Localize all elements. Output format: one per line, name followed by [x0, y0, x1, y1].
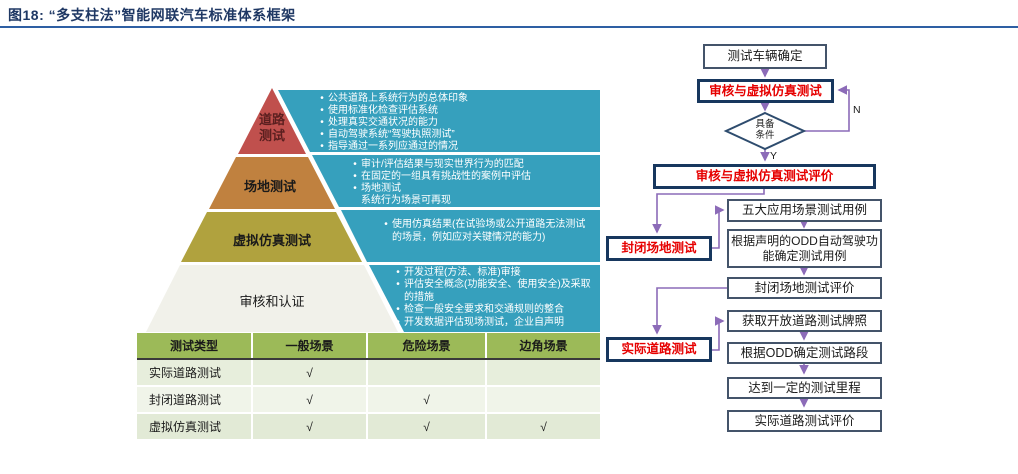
pyramid-label-audit-certification: 审核和认证 — [239, 294, 305, 309]
pyramid-label-field-test: 场地测试 — [243, 179, 296, 194]
table-header-cell: 边角场景 — [519, 339, 568, 353]
bullet-text: 指导通过一系列应通过的情况 — [328, 140, 458, 152]
bullet-text: 审计/评估结果与现实世界行为的匹配 — [361, 159, 524, 170]
bullet-icon: • — [320, 116, 324, 128]
decision-no-label: N — [853, 104, 861, 116]
table-row: 虚拟仿真测试 √ √ √ — [137, 412, 600, 439]
bullet-icon: • — [396, 267, 400, 278]
bullet-icon: • — [320, 93, 324, 104]
table-header-cell: 一般场景 — [253, 333, 368, 358]
callout-bullets-audit-certification: •开发过程(方法、标准)审接 •评估安全概念(功能安全、使用安全)及采取的措施 … — [392, 267, 596, 329]
bullet-text: 评估安全概念(功能安全、使用安全)及采取的措施 — [404, 279, 591, 303]
arrow-real-road-to-license — [712, 316, 725, 351]
scenario-coverage-table: 测试类型 一般场景 危险场景 边角场景 实际道路测试 √ 封闭道路测试 √ √ … — [137, 333, 600, 439]
bullet-icon: • — [320, 104, 324, 116]
bullet-text: 自动驾驶系统“驾驶执照测试” — [328, 128, 455, 140]
bullet-text: 公共道路上系统行为的总体印象 — [328, 93, 468, 104]
bullet-item: • 公共道路上系统行为的总体印象 — [316, 93, 594, 105]
table-row: 封闭道路测试 √ √ — [137, 385, 600, 412]
table-cell-check — [487, 360, 600, 385]
bullet-item: • 使用仿真结果(在试验场或公开道路无法测试的场景，例如应对关键情况的能力) — [380, 219, 592, 244]
table-cell-check: √ — [368, 387, 487, 412]
flow-box-audit-simulation-evaluation: 审核与虚拟仿真测试评价 — [653, 164, 876, 189]
flow-box-test-vehicle: 测试车辆确定 — [703, 44, 827, 69]
bullet-item: • 审计/评估结果与现实世界行为的匹配 — [349, 159, 595, 171]
table-cell-check — [487, 387, 600, 412]
bullet-text: 场地测试 系统行为场景可再现 — [361, 183, 451, 206]
callout-bullets-simulation-test: • 使用仿真结果(在试验场或公开道路无法测试的场景，例如应对关键情况的能力) — [380, 219, 592, 244]
table-header-cell: 测试类型 — [137, 333, 253, 358]
flow-box-closed-field-test: 封闭场地测试 — [606, 236, 712, 261]
bullet-text: 使用标准化检查评估系统 — [328, 104, 438, 116]
table-header-cell: 危险场景 — [368, 333, 487, 358]
bullet-item: • 评估安全概念(功能安全、使用安全)及采取的措施 — [392, 279, 596, 304]
table-cell: 虚拟仿真测试 — [137, 414, 253, 439]
flow-box-closed-field-evaluation: 封闭场地测试评价 — [727, 277, 882, 299]
bullet-text: 开发数据评估现场测试，企业自声明 — [404, 316, 564, 328]
table-cell: 封闭道路测试 — [137, 387, 253, 412]
flow-box-real-road-evaluation: 实际道路测试评价 — [727, 410, 882, 432]
flow-box-five-scenario-cases: 五大应用场景测试用例 — [727, 199, 882, 222]
bullet-icon: • — [396, 316, 400, 328]
bullet-item: • 使用标准化检查评估系统 — [316, 105, 594, 117]
bullet-icon: • — [396, 304, 400, 316]
flow-box-real-road-test: 实际道路测试 — [606, 337, 712, 362]
bullet-icon: • — [320, 128, 324, 140]
bullet-icon: • — [384, 219, 388, 230]
flow-box-audit-simulation-test: 审核与虚拟仿真测试 — [697, 79, 834, 103]
bullet-icon: • — [353, 183, 357, 194]
bullet-text: 处理真实交通状况的能力 — [328, 116, 438, 128]
table-cell-check: √ — [253, 360, 368, 385]
decision-yes-label: Y — [770, 150, 778, 162]
table-cell: 实际道路测试 — [137, 360, 253, 385]
bullet-text: 开发过程(方法、标准)审接 — [404, 267, 521, 278]
flow-box-odd-road-sections: 根据ODD确定测试路段 — [727, 342, 882, 364]
pyramid-label-road-test: 道路测试 — [258, 112, 285, 143]
flow-box-odd-test-cases: 根据声明的ODD自动驾驶功能确定测试用例 — [727, 229, 882, 268]
callout-bullets-field-test: • 审计/评估结果与现实世界行为的匹配 • 在固定的一组具有挑战性的案例中评估 • 场… — [349, 159, 595, 207]
bullet-item: • 指导通过一系列应通过的情况 — [316, 141, 594, 153]
bullet-item: • 开发过程(方法、标准)审接 — [392, 267, 596, 279]
pyramid-label-simulation-test: 虚拟仿真测试 — [232, 233, 311, 248]
table-cell-check — [368, 360, 487, 385]
bullet-icon: • — [320, 140, 324, 152]
table-cell-check: √ — [540, 419, 547, 434]
decision-diamond-label: 具备 条件 — [755, 119, 775, 141]
bullet-item: • 处理真实交通状况的能力 — [316, 117, 594, 129]
bullet-item: • 在固定的一组具有挑战性的案例中评估 — [349, 171, 595, 183]
table-header-row: 测试类型 一般场景 危险场景 边角场景 — [137, 333, 600, 360]
arrow-eval-to-real-road — [652, 287, 727, 335]
bullet-item: • 检查一般安全要求和交通规则的整合 — [392, 304, 596, 316]
table-row: 实际道路测试 √ — [137, 360, 600, 385]
flow-box-test-mileage: 达到一定的测试里程 — [727, 377, 882, 399]
bullet-icon: • — [353, 159, 357, 170]
callout-bullets-road-test: • 公共道路上系统行为的总体印象 • 使用标准化检查评估系统 • 处理真实交通状况的能… — [316, 93, 594, 153]
flow-box-open-road-license: 获取开放道路测试牌照 — [727, 310, 882, 332]
bullet-icon: • — [353, 171, 357, 182]
bullet-text: 使用仿真结果(在试验场或公开道路无法测试的场景，例如应对关键情况的能力) — [392, 219, 586, 243]
bullet-item: • 场地测试 系统行为场景可再现 — [349, 183, 595, 207]
table-cell-check: √ — [368, 414, 487, 439]
bullet-icon: • — [396, 279, 400, 291]
table-cell-check: √ — [253, 414, 368, 439]
figure-title: 图18: “多支柱法”智能网联汽车标准体系框架 — [8, 7, 296, 23]
arrow-closed-field-to-cases — [712, 205, 725, 249]
bullet-text: 在固定的一组具有挑战性的案例中评估 — [361, 171, 531, 182]
bullet-item: • 自动驾驶系统“驾驶执照测试” — [316, 129, 594, 141]
bullet-item: • 开发数据评估现场测试，企业自声明 — [392, 317, 596, 329]
title-underline — [0, 26, 1018, 28]
table-cell-check: √ — [253, 387, 368, 412]
bullet-text: 检查一般安全要求和交通规则的整合 — [404, 304, 564, 316]
